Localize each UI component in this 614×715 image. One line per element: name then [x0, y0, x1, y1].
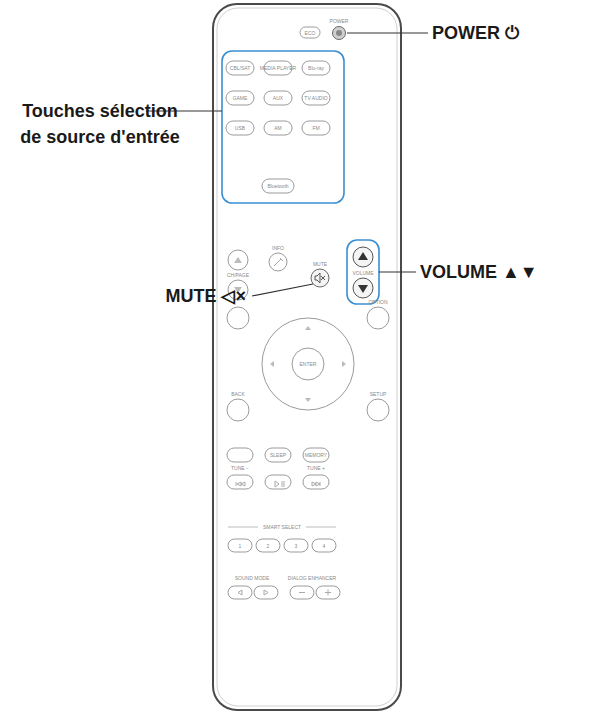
callout-label: POWER ⏻	[432, 24, 519, 42]
button-label: POWER	[330, 19, 349, 24]
button-label: 2	[267, 543, 270, 548]
button-label: BACK	[231, 392, 245, 397]
back-button	[227, 399, 249, 421]
upper-left-button	[227, 307, 249, 329]
button-label: ECO	[305, 30, 316, 35]
button-label: 1	[239, 543, 242, 548]
button-label: CH/PAGE	[227, 273, 249, 278]
leader-line	[379, 271, 416, 272]
button-label: USB	[235, 126, 245, 131]
power-button	[333, 27, 346, 40]
source-group-frame	[222, 51, 344, 203]
sound-icons	[238, 590, 331, 596]
button-label: Bluetooth	[267, 184, 288, 189]
button-label: 3	[295, 543, 298, 548]
callout-label: MUTE ◁×	[165, 287, 246, 305]
button-label: OPTION	[368, 300, 387, 305]
remote-body	[213, 4, 401, 710]
button-label: Blu-ray	[308, 66, 324, 71]
option-button	[367, 307, 389, 329]
source-buttons	[226, 61, 330, 193]
button-label: ENTER	[300, 362, 317, 367]
button-label: GAME	[233, 96, 248, 101]
button-label: MUTE	[313, 262, 327, 267]
volume-group-frame	[347, 240, 379, 304]
button-label: SOUND MODE	[235, 576, 269, 581]
button-label: DIALOG ENHANCER	[288, 576, 336, 581]
button-label: CBL/SAT	[230, 66, 250, 71]
enter-button	[292, 348, 324, 380]
cursor-ring	[262, 318, 354, 410]
button-label: TUNE −	[231, 466, 249, 471]
eco-button	[300, 27, 320, 38]
cursor-arrows	[270, 326, 346, 402]
leader-line	[347, 32, 428, 33]
button-label: SLEEP	[270, 453, 286, 458]
button-label: VOLUME	[352, 270, 373, 275]
button-label: FM	[312, 126, 319, 131]
button-label: SMART SELECT	[263, 525, 301, 530]
info-button	[269, 253, 287, 271]
remote-inner-edge	[217, 8, 397, 706]
info-icon	[274, 258, 283, 266]
button-label: MEMORY	[305, 453, 327, 458]
sound-buttons	[228, 586, 340, 599]
mute-icon	[315, 273, 325, 283]
transport-icons	[236, 481, 320, 487]
button-label: TV AUDIO	[304, 96, 327, 101]
button-label: 4	[323, 543, 326, 548]
setup-button	[367, 399, 389, 421]
power-button-center	[336, 30, 342, 36]
callout-label: VOLUME ▲▼	[420, 263, 538, 281]
callout-label: Touches sélection de source d'entrée	[20, 98, 180, 150]
button-label: TUNE +	[307, 466, 325, 471]
button-label: MEDIA PLAYER	[260, 66, 296, 71]
smart-select-buttons	[228, 539, 336, 552]
button-label: INFO	[272, 246, 284, 251]
button-label: SETUP	[370, 392, 387, 397]
function-buttons	[227, 448, 329, 489]
leader-line	[252, 284, 313, 296]
mute-button	[311, 269, 329, 287]
button-label: AM	[274, 126, 282, 131]
button-label: AUX	[273, 96, 283, 101]
